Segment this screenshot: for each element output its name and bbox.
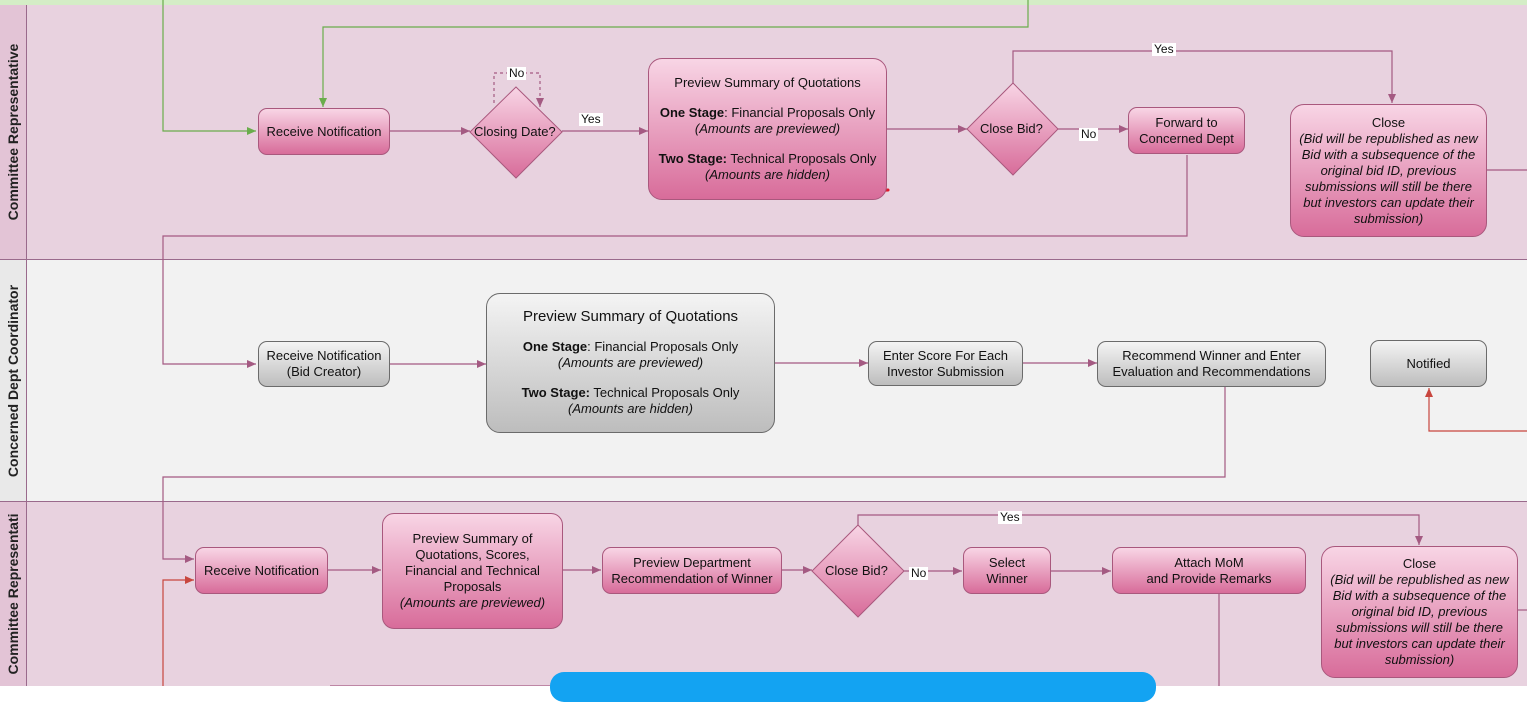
one-stage-label: One Stage [659,105,725,120]
node-label-line: Proposals [443,579,502,594]
edge-closing-no-loop [493,72,544,107]
notified-node[interactable]: Notified [1370,340,1487,387]
edge-closebid-yes [1012,50,1396,103]
edge-green-to-receive-left [162,0,256,135]
receive-notification-node[interactable]: Receive Notification [258,108,390,155]
node-note: (Amounts are previewed) [399,595,546,610]
preview-summary-dept-node[interactable]: Preview Summary of Quotations One Stage:… [486,293,775,433]
decision-closing-date [469,86,563,179]
node-label: Select Winner [986,554,1028,586]
node-label-line: Recommendation of Winner [611,570,773,586]
node-label-line: Investor Submission [886,363,1005,379]
one-stage-note: (Amounts are previewed) [557,355,704,370]
attach-mom-node[interactable]: Attach MoM and Provide Remarks [1112,547,1306,594]
node-label-line: Preview Summary of [412,531,533,546]
edge-label-no: No [1079,127,1099,141]
edge-closebid3-yes [857,514,1423,545]
one-stage-text: : Financial Proposals Only [724,105,876,120]
one-stage-label: One Stage [522,339,588,354]
one-stage-line: One Stage: Financial Proposals Only [523,339,738,355]
lane-header: Concerned Dept Coordinator [0,260,27,501]
close-bid-label: Close Bid? [980,121,1043,136]
decision-close-bid-bottom [811,524,905,618]
diagram-connectors [162,0,1527,686]
node-label: Receive Notification [204,562,319,578]
node-label-line: Recommend Winner and Enter [1122,348,1301,363]
receive-notification-node[interactable]: Receive Notification [195,547,328,594]
edge-red-to-notified [1425,388,1527,432]
close-bid-bottom-label: Close Bid? [825,563,888,578]
node-label-line: Enter Score For Each [883,347,1008,363]
receive-notification-bid-creator-node[interactable]: Receive Notification (Bid Creator) [258,341,390,387]
closing-date-label: Closing Date? [474,124,556,139]
blue-banner-partial [550,672,1156,702]
edge-red-to-receive3 [162,576,194,686]
two-stage-note: (Amounts are hidden) [704,167,830,182]
one-stage-text: : Financial Proposals Only [587,339,739,354]
preview-summary-node[interactable]: Preview Summary of Quotations One Stage:… [648,58,887,200]
preview-dept-recommendation-node[interactable]: Preview Department Recommendation of Win… [602,547,782,594]
decision-close-bid [966,82,1059,176]
one-stage-line: One Stage: Financial Proposals Only [660,105,875,121]
node-label-line: Quotations, Scores, [415,547,530,562]
edge-recommend-to-committee [162,387,1226,563]
node-label-line: Preview Department [633,554,751,570]
close-note: (Bid will be republished as new Bid with… [1330,572,1509,667]
two-stage-label: Two Stage: [658,151,728,166]
edge-forward-to-dept [162,155,1188,368]
node-label-line: Attach MoM [1174,554,1244,570]
two-stage-line: Two Stage: Technical Proposals Only [522,385,740,401]
edge-label-no-loop: No [507,66,527,80]
preview-scores-node[interactable]: Preview Summary of Quotations, Scores, F… [382,513,563,629]
edge-label-no: No [909,566,929,580]
two-stage-label: Two Stage: [521,385,591,400]
node-title: Preview Summary of Quotations [674,75,861,90]
two-stage-text: Technical Proposals Only [590,385,740,400]
edge-label-yes: Yes [1152,42,1176,56]
two-stage-note: (Amounts are hidden) [567,401,693,416]
recommend-winner-node[interactable]: Recommend Winner and Enter Evaluation an… [1097,341,1326,387]
two-stage-line: Two Stage: Technical Proposals Only [659,151,877,167]
node-label-line: and Provide Remarks [1146,570,1272,586]
select-winner-node[interactable]: Select Winner [963,547,1051,594]
node-label-line: Forward to [1155,114,1218,130]
node-title: Close [1371,114,1406,130]
edge-label-yes: Yes [579,112,603,126]
edge-green-to-receive-top [319,0,1029,107]
one-stage-note: (Amounts are previewed) [694,121,841,136]
node-title: Preview Summary of Quotations [522,308,739,325]
close-note: (Bid will be republished as new Bid with… [1299,130,1478,226]
node-label: Notified [1406,355,1451,371]
two-stage-text: Technical Proposals Only [727,151,877,166]
node-label-line: (Bid Creator) [286,364,362,379]
node-label-line: Concerned Dept [1139,130,1234,146]
node-title: Close [1402,556,1437,571]
lane-header: Committee Representative [0,5,27,259]
node-label: Receive Notification [266,123,382,139]
forward-to-dept-node[interactable]: Forward to Concerned Dept [1128,107,1245,154]
lane-header: Committee Representati [0,502,27,686]
lane-committee-representative-bottom: Committee Representati [0,502,1527,686]
close-node[interactable]: Close (Bid will be republished as new Bi… [1321,546,1518,678]
enter-score-node[interactable]: Enter Score For Each Investor Submission [868,341,1023,386]
edge-label-yes: Yes [998,510,1022,524]
close-node[interactable]: Close (Bid will be republished as new Bi… [1290,104,1487,237]
node-label-line: Receive Notification [266,348,382,363]
node-label-line: Evaluation and Recommendations [1112,364,1311,379]
node-label-line: Financial and Technical [405,563,540,578]
